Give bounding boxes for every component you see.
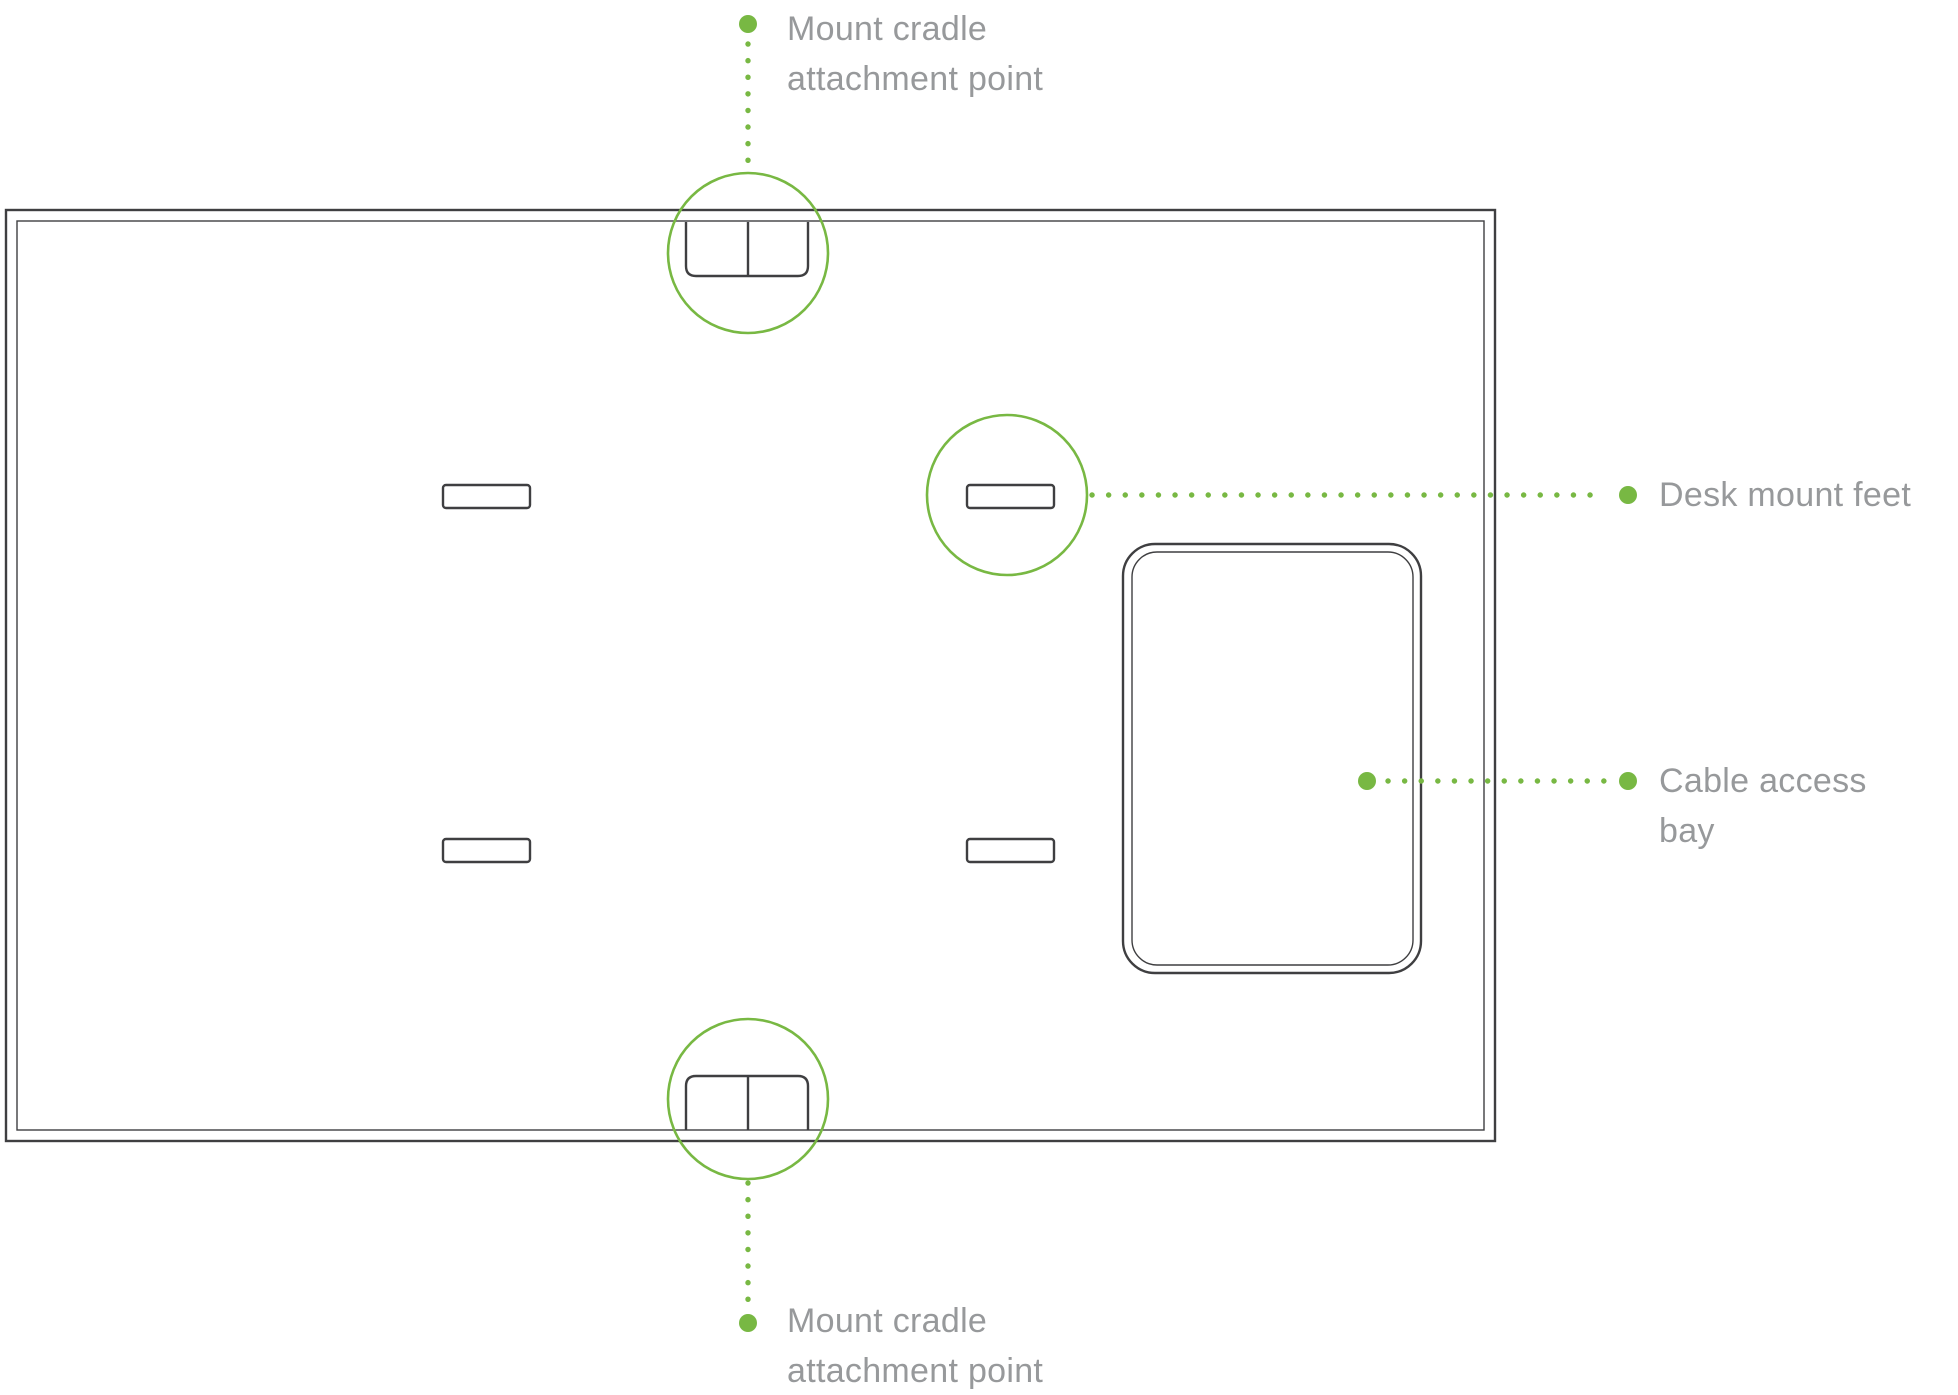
- label-cable-access-bay: Cable access bay: [1659, 762, 1867, 850]
- desk-mount-foot-bottom-left: [441, 837, 532, 864]
- callout-dot-desk-feet: [1619, 486, 1637, 504]
- desk-mount-foot-top-right: [965, 483, 1056, 510]
- callout-dot-cable-bay: [1619, 772, 1637, 790]
- callout-circle-mount-bottom: [666, 1017, 830, 1181]
- device-inner-outline: [16, 220, 1485, 1131]
- label-desk-mount-feet: Desk mount feet: [1659, 476, 1912, 514]
- cable-access-bay-inner-outline: [1131, 551, 1414, 966]
- cable-access-bay-outline: [1121, 542, 1423, 975]
- desk-mount-foot-top-left: [441, 483, 532, 510]
- cable-access-bay: [1121, 542, 1423, 975]
- label-mount-cradle-top: Mount cradle attachment point: [787, 10, 1044, 98]
- callout-dot-mount-bottom: [739, 1314, 757, 1332]
- mount-cradle-slot-top: [684, 222, 810, 278]
- callout-dot-cable-bay-source: [1358, 772, 1376, 790]
- device-outline: [4, 208, 1497, 1143]
- mount-cradle-slot-bottom: [684, 1074, 810, 1130]
- label-mount-cradle-bottom: Mount cradle attachment point: [787, 1302, 1044, 1390]
- desk-mount-foot-bottom-right: [965, 837, 1056, 864]
- callout-circle-mount-top: [666, 171, 830, 335]
- callout-dot-mount-top: [739, 15, 757, 33]
- callout-circle-desk-feet: [925, 413, 1089, 577]
